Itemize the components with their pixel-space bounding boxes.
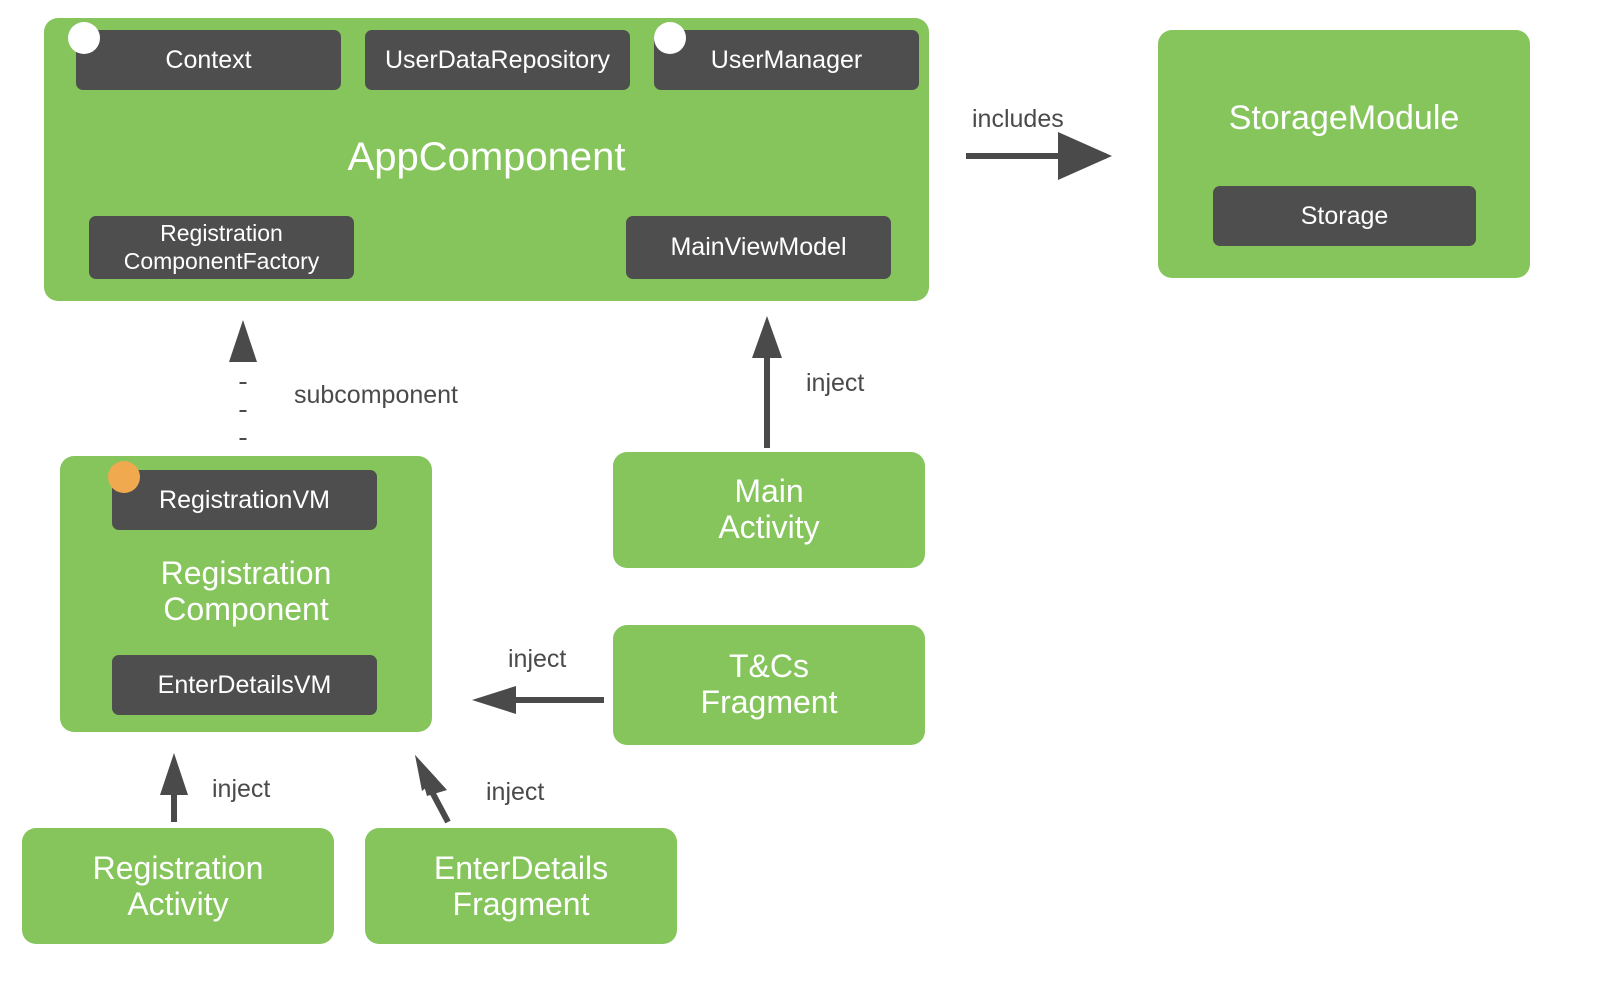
edge-inject-registration-activity (160, 753, 188, 822)
edge-subcomponent (229, 320, 257, 440)
edge-label-subcomponent: subcomponent (294, 381, 459, 409)
registration-activity-label: Registration Activity (92, 850, 264, 922)
edge-inject-enterdetails-fragment (415, 755, 451, 824)
binding-enter-details-vm[interactable]: EnterDetailsVM (112, 655, 377, 715)
binding-user-manager[interactable]: UserManager (654, 30, 919, 90)
binding-storage[interactable]: Storage (1213, 186, 1476, 246)
binding-registration-vm[interactable]: RegistrationVM (112, 470, 377, 530)
edge-inject-main-activity (752, 316, 782, 448)
tcs-fragment-node[interactable] (613, 625, 925, 745)
tcs-fragment-label: T&Cs Fragment (700, 648, 838, 720)
binding-user-data-repository[interactable]: UserDataRepository (365, 30, 630, 90)
binding-registration-component-factory[interactable]: Registration ComponentFactory (89, 216, 354, 279)
scope-dot-icon (654, 22, 686, 54)
app-component-title: AppComponent (347, 134, 626, 179)
main-activity-label: Main Activity (718, 473, 820, 545)
edge-label-includes: includes (972, 105, 1064, 133)
scope-dot-icon (108, 461, 140, 493)
registration-component-title: Registration Component (160, 555, 332, 627)
enterdetails-fragment-label: EnterDetails Fragment (433, 850, 609, 922)
enterdetails-fragment-node[interactable] (365, 828, 677, 944)
registration-activity-node[interactable] (22, 828, 334, 944)
edge-label-inject-enterdetails-fragment: inject (486, 778, 545, 806)
binding-context[interactable]: Context (76, 30, 341, 90)
edge-label-inject-tcs-fragment: inject (508, 645, 567, 673)
edge-label-inject-registration-activity: inject (212, 775, 271, 803)
binding-main-view-model[interactable]: MainViewModel (626, 216, 891, 279)
main-activity-node[interactable] (613, 452, 925, 568)
edge-label-inject-main-activity: inject (806, 369, 865, 397)
storage-module-title: StorageModule (1228, 98, 1460, 137)
edge-inject-tcs-fragment (472, 686, 604, 714)
scope-dot-icon (68, 22, 100, 54)
